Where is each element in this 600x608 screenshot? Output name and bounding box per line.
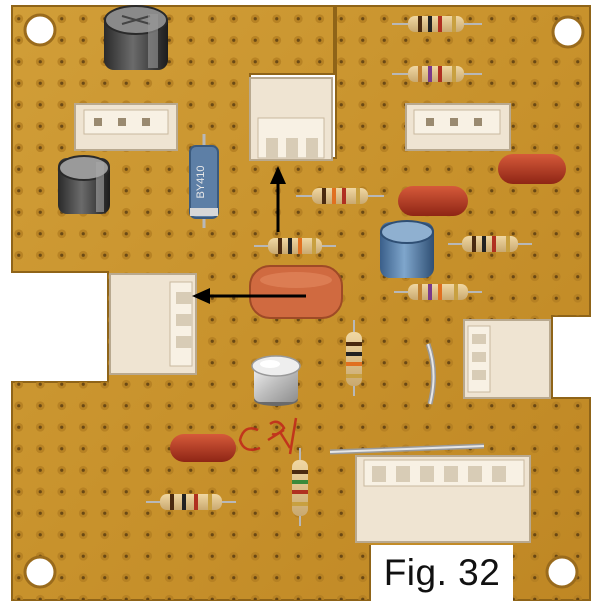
connector-top-right xyxy=(405,103,511,151)
film-capacitor xyxy=(170,434,236,462)
electrolytic-capacitor-left xyxy=(58,155,110,214)
connector-top-left xyxy=(74,103,178,151)
resistor xyxy=(296,188,384,204)
film-capacitor xyxy=(498,154,566,184)
resistor xyxy=(392,66,482,82)
connector-right-edge xyxy=(463,319,551,399)
electrolytic-capacitor-top xyxy=(104,5,168,70)
diode: BY410 xyxy=(189,134,219,228)
mounting-holes xyxy=(23,13,585,589)
resistor xyxy=(146,494,236,510)
resistor-vertical xyxy=(292,448,308,526)
connector-bottom-6pin xyxy=(355,455,531,543)
connector-top-center xyxy=(249,77,333,161)
handwritten-mark xyxy=(238,417,298,455)
polyester-capacitor xyxy=(249,265,343,319)
resistor xyxy=(448,236,532,252)
resistor xyxy=(254,238,336,254)
jumper-wire xyxy=(425,343,436,405)
resistor-vertical xyxy=(346,320,362,396)
film-capacitor xyxy=(398,186,468,216)
resistor xyxy=(392,16,482,32)
figure-caption-box: Fig. 32 xyxy=(371,545,513,601)
figure-caption: Fig. 32 xyxy=(383,552,501,593)
connector-left-edge xyxy=(109,273,197,375)
resistor xyxy=(394,284,482,300)
diode-marking: BY410 xyxy=(195,165,207,198)
arrow-left xyxy=(192,288,306,304)
electrolytic-capacitor-blue xyxy=(380,220,434,278)
jumper-wire xyxy=(329,443,485,455)
transistor-can xyxy=(251,355,301,406)
arrow-up xyxy=(270,166,286,232)
